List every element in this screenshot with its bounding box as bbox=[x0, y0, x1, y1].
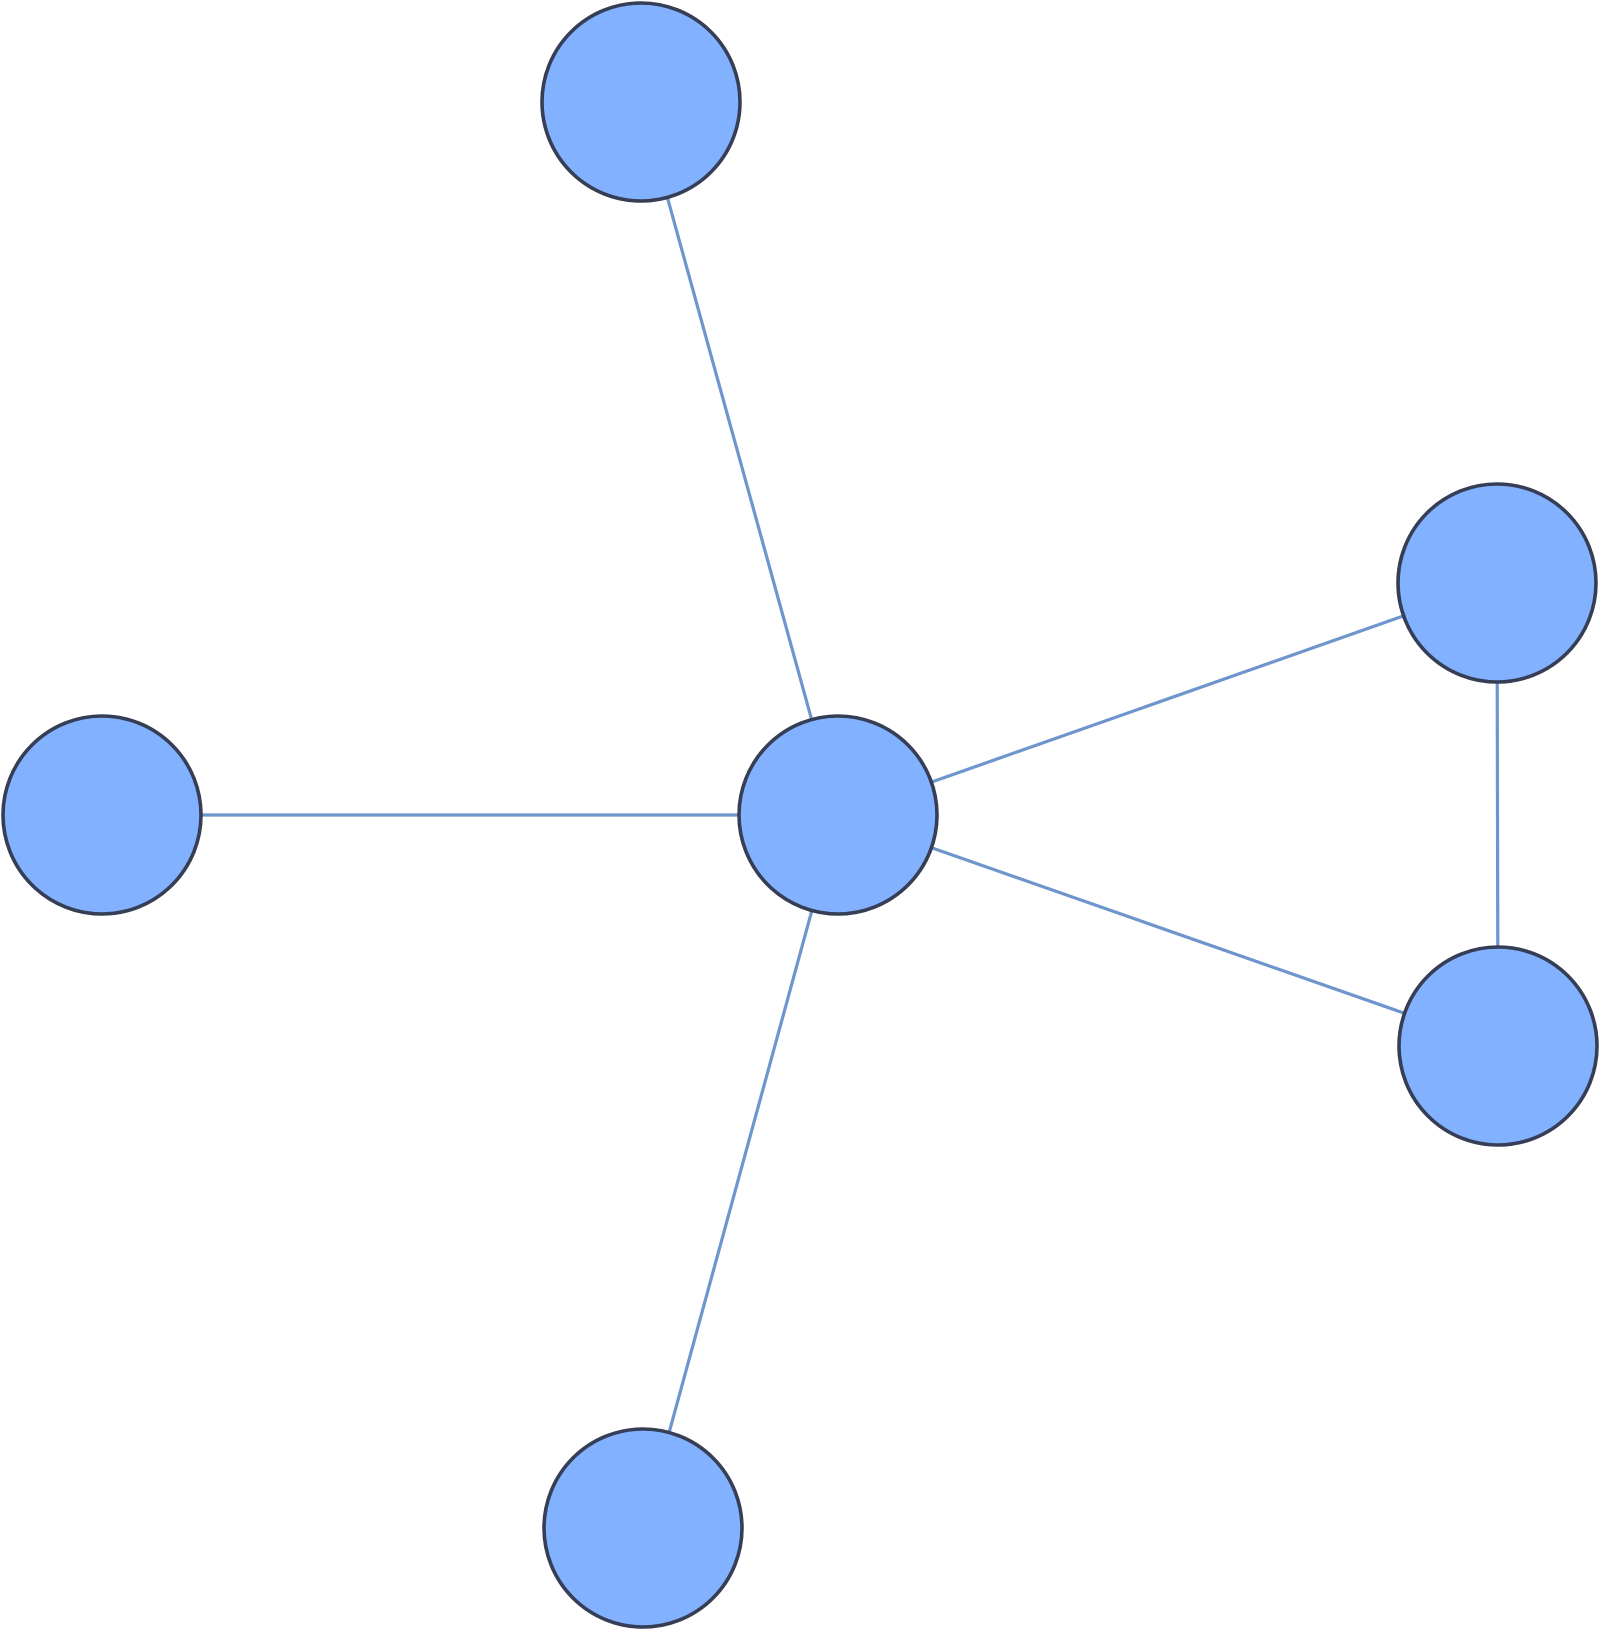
edge-hub-upper-right bbox=[836, 581, 1499, 817]
edge-hub-bottom bbox=[641, 813, 840, 1530]
node-hub bbox=[737, 714, 939, 916]
edge-hub-lower-right bbox=[836, 813, 1500, 1048]
edges-layer bbox=[100, 100, 1500, 1530]
node-upper-right bbox=[1396, 482, 1598, 684]
edge-hub-top bbox=[639, 100, 840, 817]
node-left bbox=[1, 714, 203, 916]
node-top bbox=[540, 1, 742, 203]
node-lower-right bbox=[1397, 945, 1599, 1147]
node-bottom bbox=[542, 1427, 744, 1629]
